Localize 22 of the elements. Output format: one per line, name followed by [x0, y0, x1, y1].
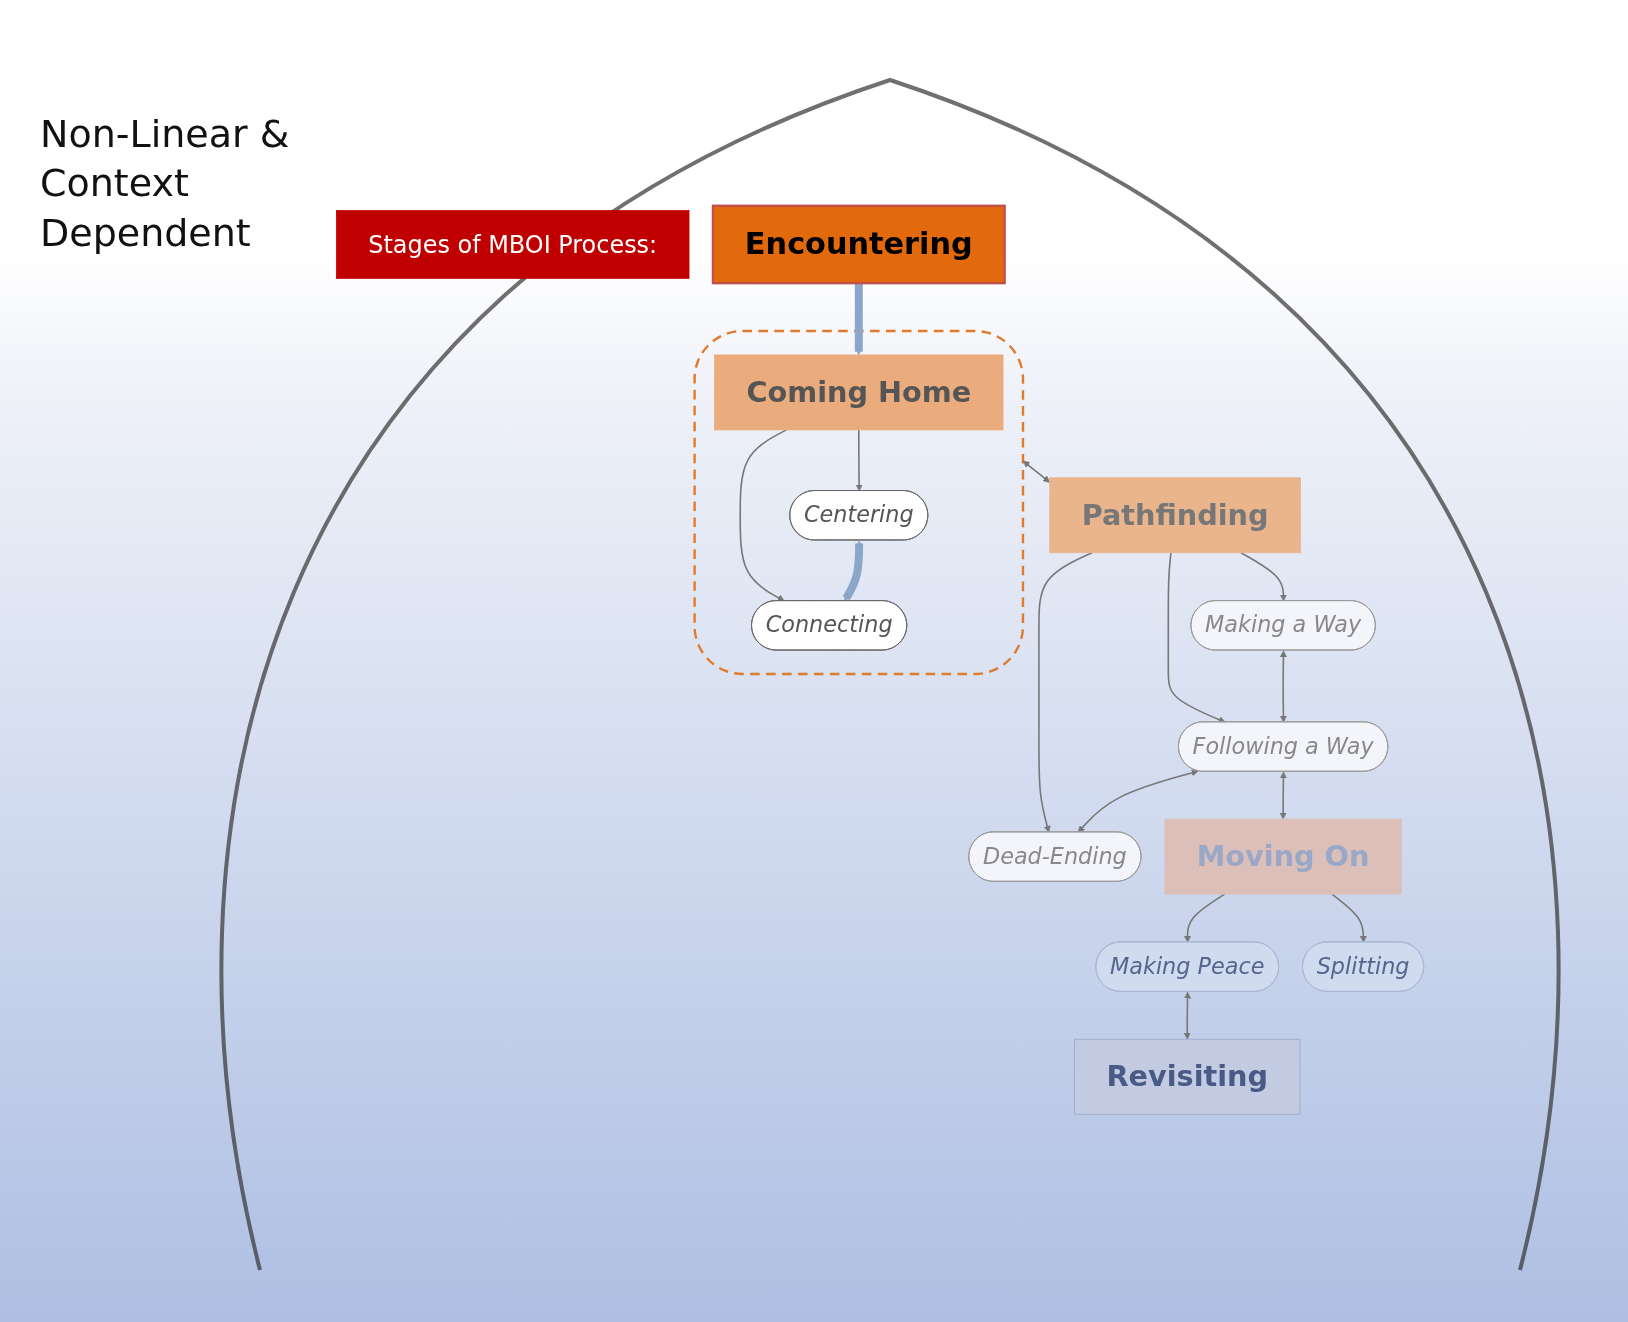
node-box: Revisiting — [1074, 1038, 1301, 1115]
node-box: Coming Home — [714, 354, 1004, 431]
arrow — [739, 429, 788, 602]
arrow — [1022, 460, 1051, 483]
side-note: Non-Linear & Context Dependent — [40, 111, 291, 257]
arrow — [1038, 551, 1093, 833]
node-box: Pathfinding — [1049, 477, 1301, 554]
node-box: Stages of MBOI Process: — [336, 210, 690, 279]
arrow — [1331, 893, 1367, 943]
arrow — [1279, 650, 1287, 723]
arrow — [855, 429, 863, 492]
cluster — [693, 329, 1025, 676]
arrow — [1240, 551, 1287, 602]
arrow — [1167, 551, 1226, 723]
node-box: Encountering — [711, 204, 1006, 285]
arrow — [1184, 893, 1226, 943]
arrow — [1183, 991, 1192, 1040]
node-box: Moving On — [1164, 818, 1402, 895]
arrow — [842, 540, 864, 602]
arrow — [1279, 771, 1287, 820]
arrow — [854, 283, 863, 356]
arrow — [1077, 769, 1199, 833]
